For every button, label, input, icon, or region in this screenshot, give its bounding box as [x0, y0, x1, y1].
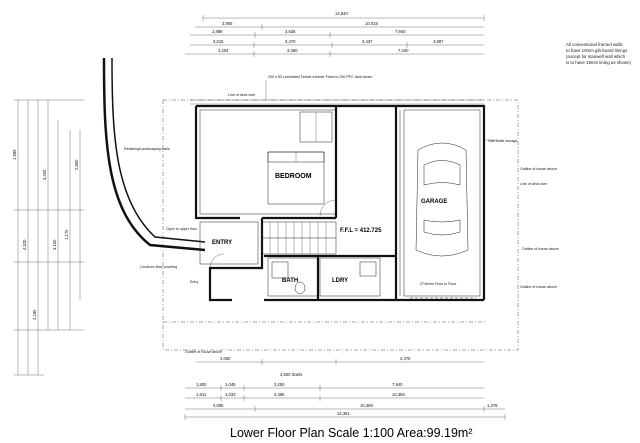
room-label-bedroom: BEDROOM — [275, 173, 312, 180]
bath-laundry: BATH LDRY — [264, 254, 396, 300]
left-dimension-strings: 1,989 4,520 4,180 3,400 3,150 1,170 2,86… — [12, 99, 84, 376]
dim-top-row4-b: 3,470 — [285, 39, 296, 44]
garage: GARAGE Gas bottle storage 2740mm Floor t… — [403, 109, 517, 299]
plan-caption: Lower Floor Plan Scale 1:100 Area:99.19m… — [230, 426, 473, 440]
dim-bottom-row2-a: 1,800 — [196, 382, 207, 387]
dim-top-row5-b: 3,360 — [287, 48, 298, 53]
dim-top-row3-b: 3,536 — [285, 29, 296, 34]
dim-top-row5-c: 7,440 — [398, 48, 409, 53]
dim-bottom-row3-d: 10,356 — [392, 392, 405, 397]
note-gas-bottle: Gas bottle storage — [488, 139, 517, 143]
retaining-wall-curve: Retaining/Landscaping walls — [102, 57, 206, 252]
dim-bottom-row1-c: 4,476 — [400, 356, 411, 361]
room-label-entry: ENTRY — [212, 240, 232, 246]
dim-bottom-row1-b: 4,500 Stairs — [280, 372, 302, 377]
note-outline-above-1: Outline of house above — [520, 167, 557, 171]
note-retaining-wall: Retaining/Landscaping walls — [124, 147, 170, 151]
dim-top-row2-a: 2,905 — [222, 21, 233, 26]
wall-note-line-1: All conventional framed walls — [566, 42, 623, 47]
top-dimension-strings: 12,940 2,905 10,015 2,888 3,536 7,940 3,… — [185, 11, 485, 57]
stairs — [261, 221, 337, 255]
wall-lining-note: All conventional framed walls to have 10… — [566, 42, 631, 65]
dim-bottom-row3-b: 1,033 — [225, 392, 236, 397]
wall-note-line-2: to have 10mm gib-board linings — [566, 48, 628, 53]
dim-bottom-row2-b: 1,045 — [225, 382, 236, 387]
dim-left-3: 4,180 — [32, 309, 37, 320]
note-linoleum: Linoleum floor covering — [140, 265, 177, 269]
dim-left-7: 2,860 — [74, 159, 79, 170]
room-label-bath: BATH — [282, 278, 298, 284]
dim-bottom-row1-a: 3,060 — [220, 356, 231, 361]
dim-top-row2-b: 10,015 — [365, 21, 378, 26]
dim-top-row5-a: 3,204 — [218, 48, 229, 53]
dim-top-overall: 12,940 — [335, 11, 348, 16]
dim-top-row4-a: 3,015 — [213, 39, 224, 44]
dim-left-1: 1,989 — [12, 149, 17, 160]
bottom-dimension-strings: 3,060 4,500 Stairs 4,476 1,800 1,045 3,2… — [184, 356, 506, 420]
note-open-to-upper: Open to upper floor — [166, 227, 198, 231]
note-entry: Entry — [190, 280, 199, 284]
note-deck-over-2: Line of deck over — [520, 182, 548, 186]
note-timber-trimmer: 200 x 50 Laminated Timber trimmer Fixed … — [268, 75, 372, 79]
ffl-level: F.F.L = 412.725 — [340, 228, 382, 234]
dim-bottom-row4-a: 3,085 — [213, 403, 224, 408]
dim-bottom-row2-c: 3,250 — [274, 382, 285, 387]
dim-left-4: 3,400 — [42, 169, 47, 180]
note-deck-over-1: Line of deck over — [228, 93, 256, 97]
dim-bottom-overall: 14,361 — [337, 411, 350, 416]
dim-left-2: 4,520 — [22, 239, 27, 250]
wall-note-line-3: (except for stairwell wall which — [566, 54, 626, 59]
dim-top-row3-a: 2,888 — [212, 29, 223, 34]
wall-note-line-4: is to have 19mm lining as shown) — [566, 60, 631, 65]
dim-bottom-row4-c: 1,378 — [487, 403, 498, 408]
room-label-garage: GARAGE — [421, 199, 447, 205]
dim-top-row4-d: 3,887 — [433, 39, 444, 44]
note-floor-to-floor: 2740mm Floor to Floor — [420, 282, 457, 286]
dim-left-6: 1,170 — [64, 229, 69, 240]
dim-top-row3-c: 7,940 — [395, 29, 406, 34]
note-outline-above-2: Outline of house above — [522, 247, 559, 251]
room-label-laundry: LDRY — [332, 278, 348, 284]
dim-bottom-row3-a: 1,811 — [196, 392, 207, 397]
entry: ENTRY Open to upper floor Linoleum floor… — [140, 221, 259, 284]
bedroom: BEDROOM — [199, 106, 338, 220]
deck-lines: Line of deck over Line of deck over 200 … — [190, 75, 548, 186]
dim-top-row4-c: 3,437 — [362, 39, 373, 44]
note-outline-above-4: Outline of house above — [185, 350, 222, 354]
dim-left-5: 3,150 — [52, 239, 57, 250]
dim-bottom-row2-d: 7,940 — [392, 382, 403, 387]
dim-bottom-row4-b: 10,356 — [360, 403, 373, 408]
note-outline-above-3: Outline of house above — [520, 285, 557, 289]
dim-bottom-row3-c: 3,365 — [274, 392, 285, 397]
